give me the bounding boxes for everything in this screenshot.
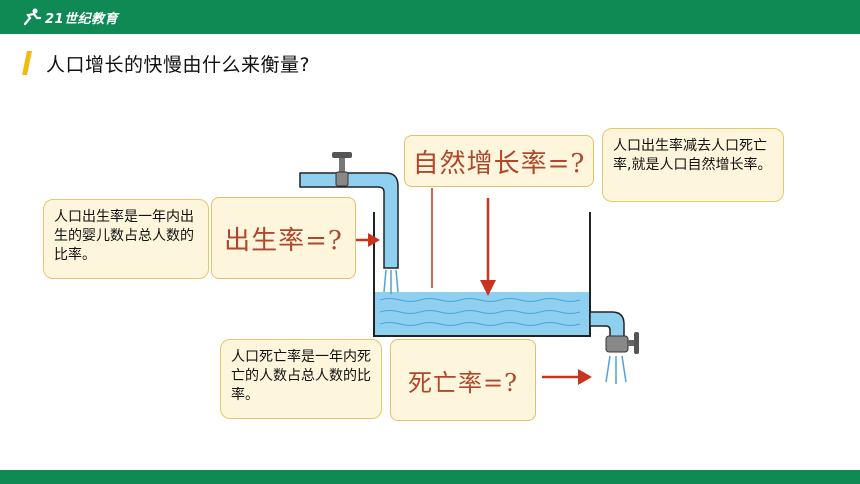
natural-rate-arrow-head [480,280,496,296]
top-faucet-icon [332,152,352,187]
title-row: 人口增长的快慢由什么来衡量? [22,50,310,76]
bottom-faucet-icon [605,332,639,354]
birth-arrow-head [368,233,380,247]
birth-rate-note: 人口出生率是一年内出生的婴儿数占总人数的比率。 [43,199,209,279]
outflow-stream [605,355,627,384]
logo-text: 21世纪教育 [45,11,119,27]
footer-bar [0,470,860,484]
inflow-stream [383,269,399,294]
water-ripples [379,298,581,326]
title-accent-icon [22,51,32,75]
logo: 21世纪教育 [22,5,118,29]
runner-logo-icon [23,8,42,26]
page-title: 人口增长的快慢由什么来衡量? [46,53,311,76]
death-rate-note: 人口死亡率是一年内死亡的人数占总人数的比率。 [220,339,382,419]
natural-growth-note: 人口出生率减去人口死亡率,就是人口自然增长率。 [602,128,784,202]
header-bar [0,0,860,34]
tank-water [374,292,590,336]
death-rate-box: 死亡率=? [390,339,536,421]
inflow-pipe [299,172,399,269]
death-arrow-head [578,369,592,385]
natural-growth-box: 自然增长率=? [404,135,594,187]
tank-outline [373,212,591,337]
birth-rate-box: 出生率=? [211,197,356,279]
